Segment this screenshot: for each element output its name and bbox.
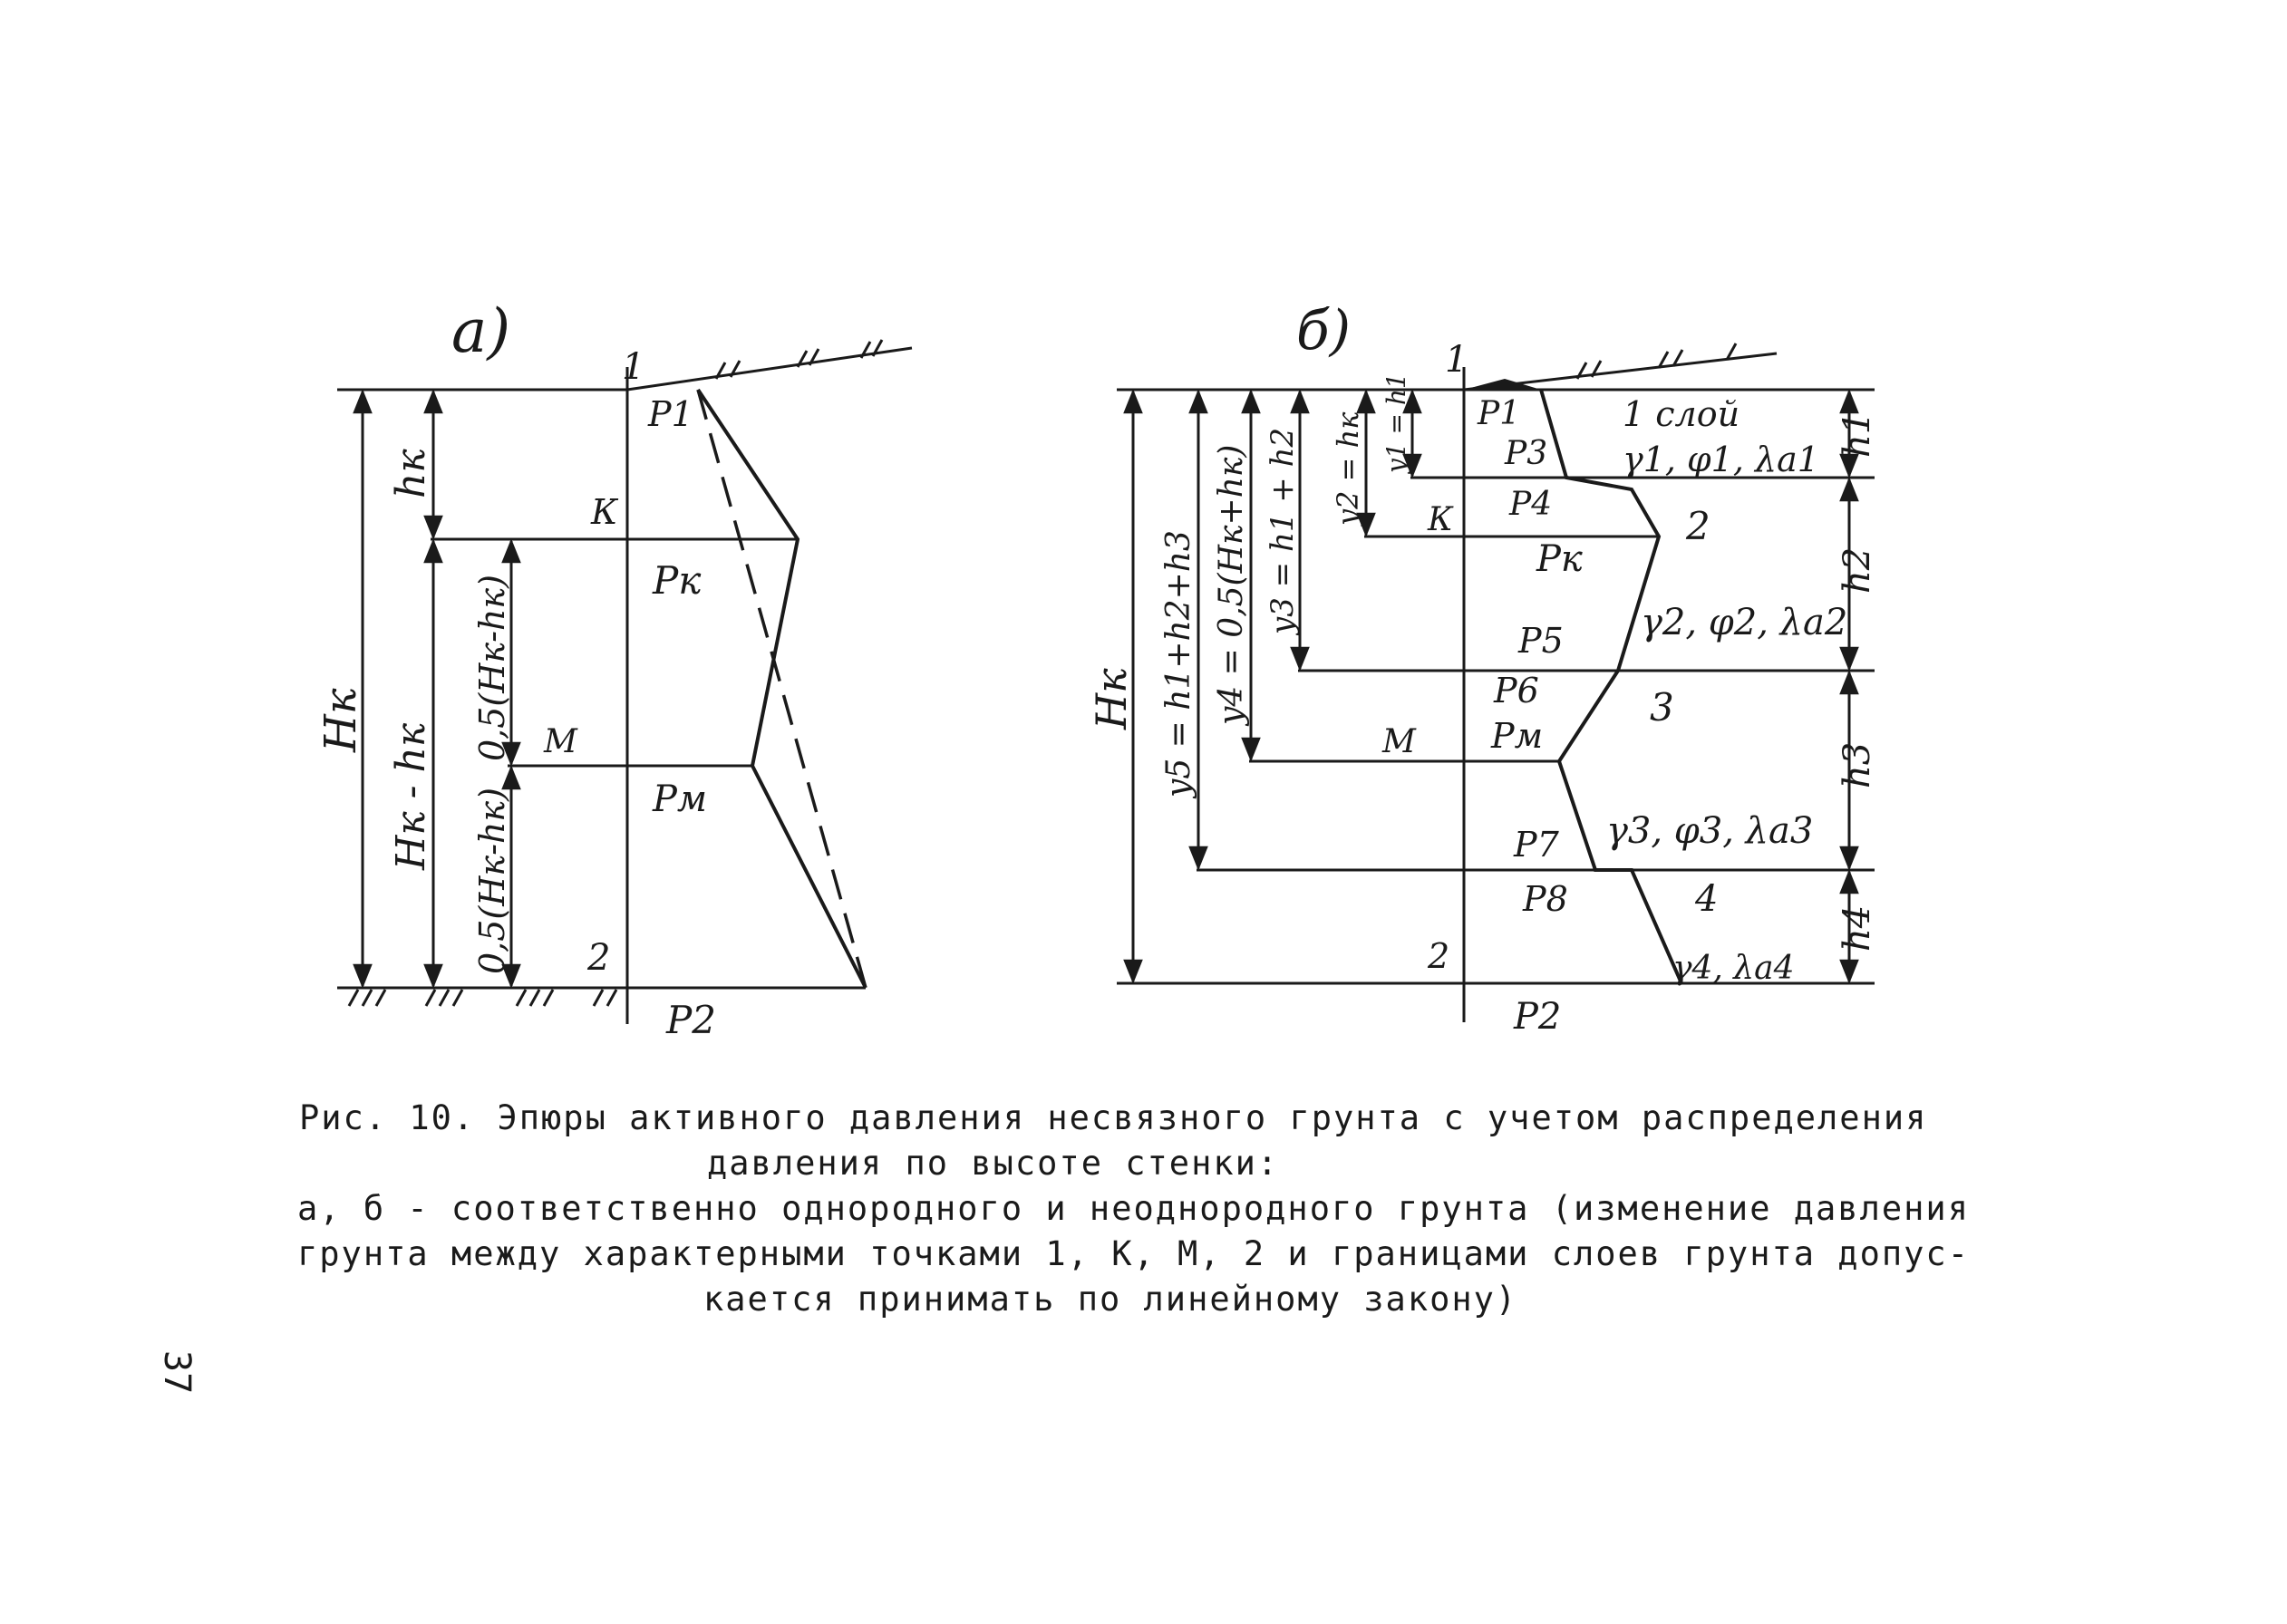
label-layer3-params-b: γ3, φ3, λa3 xyxy=(1606,810,1813,852)
caption-line-3: а, б - соответственно однородного и неод… xyxy=(297,1189,1970,1228)
label-p8-b: P8 xyxy=(1522,879,1568,919)
label-layer1-params-b: γ1, φ1, λa1 xyxy=(1623,440,1819,479)
caption-line-2: давления по высоте стенки: xyxy=(707,1144,1280,1183)
label-layer4-b: 4 xyxy=(1694,878,1718,920)
triangular-epure-dashed-a xyxy=(696,389,867,989)
backfill-surface-a xyxy=(626,346,913,392)
pressure-diagrams-figure: а) xyxy=(315,296,1878,1042)
label-pm-b: Pм xyxy=(1490,716,1543,756)
label-point2-b: 2 xyxy=(1427,936,1449,976)
diagram-a: а) xyxy=(315,296,913,1042)
caption-line-1: Рис. 10. Эпюры активного давления несвяз… xyxy=(299,1098,1928,1137)
label-k-a: К xyxy=(590,492,619,532)
label-layer3-b: 3 xyxy=(1650,685,1674,730)
panel-label-b: б) xyxy=(1296,299,1351,362)
label-point1-b: 1 xyxy=(1445,339,1468,381)
pressure-epure-a xyxy=(696,388,867,989)
label-pm-a: Pм xyxy=(652,778,707,820)
label-Hk-b: Hк xyxy=(1087,668,1136,730)
label-h3-b: h3 xyxy=(1836,742,1878,788)
label-m-b: М xyxy=(1381,723,1417,760)
label-point1-a: 1 xyxy=(622,346,644,388)
label-m-a: М xyxy=(543,723,578,760)
label-p3-b: P3 xyxy=(1504,435,1547,472)
label-layer4-params-b: γ4, λa4 xyxy=(1672,950,1795,987)
label-y2-b: y2 = hк xyxy=(1331,411,1365,527)
surface-hatching-b xyxy=(1575,343,1738,380)
label-p4-b: P4 xyxy=(1508,486,1552,523)
label-layer2-b: 2 xyxy=(1685,504,1710,548)
caption-line-4: грунта между характерными точками 1, К, … xyxy=(297,1234,1970,1273)
label-Hk-a: Hк xyxy=(315,688,366,753)
label-pk-a: Pк xyxy=(652,558,702,603)
label-p1-b: P1 xyxy=(1477,395,1520,432)
label-p1-a: P1 xyxy=(647,394,693,434)
label-pk-b: Pк xyxy=(1536,538,1583,580)
label-layer1-b: 1 слой xyxy=(1623,394,1739,434)
caption-line-5: кается принимать по линейному закону) xyxy=(703,1280,1518,1319)
label-h2-b: h2 xyxy=(1836,547,1878,594)
label-p2-a: P2 xyxy=(665,998,716,1042)
label-half-upper-a: 0,5(Hк-hк) xyxy=(472,575,512,761)
pressure-epure-b xyxy=(1539,389,1683,984)
epure-top-fill-b xyxy=(1464,379,1541,390)
label-h4-b: h4 xyxy=(1836,905,1878,952)
label-half-lower-a: 0,5(Hк-hк) xyxy=(472,788,512,974)
label-y4-b: y4 = 0,5(Hк+hк) xyxy=(1213,445,1250,727)
label-p2-b: P2 xyxy=(1513,996,1561,1038)
diagram-b: б) xyxy=(1087,299,1878,1038)
label-p5-b: P5 xyxy=(1517,621,1564,661)
base-hatching-a xyxy=(347,989,618,1007)
surface-hatching-a xyxy=(714,339,884,380)
label-y3-b: y3 = h1 + h2 xyxy=(1265,428,1301,636)
panel-label-a: а) xyxy=(451,296,510,366)
label-layer2-params-b: γ2, φ2, λa2 xyxy=(1641,602,1847,643)
label-p7-b: P7 xyxy=(1513,825,1560,865)
label-point2-a: 2 xyxy=(586,937,610,979)
label-h1-b: h1 xyxy=(1836,411,1878,458)
page-number: 37 xyxy=(156,1350,198,1395)
label-hk-a: hк xyxy=(388,449,434,498)
label-k-b: К xyxy=(1427,501,1454,538)
label-y1-b: y1 = h1 xyxy=(1381,372,1411,475)
label-Hk-hk-a: Hк - hк xyxy=(388,722,434,871)
label-p6-b: P6 xyxy=(1493,671,1539,710)
label-y5-b: y5 = h1+h2+h3 xyxy=(1160,530,1197,799)
